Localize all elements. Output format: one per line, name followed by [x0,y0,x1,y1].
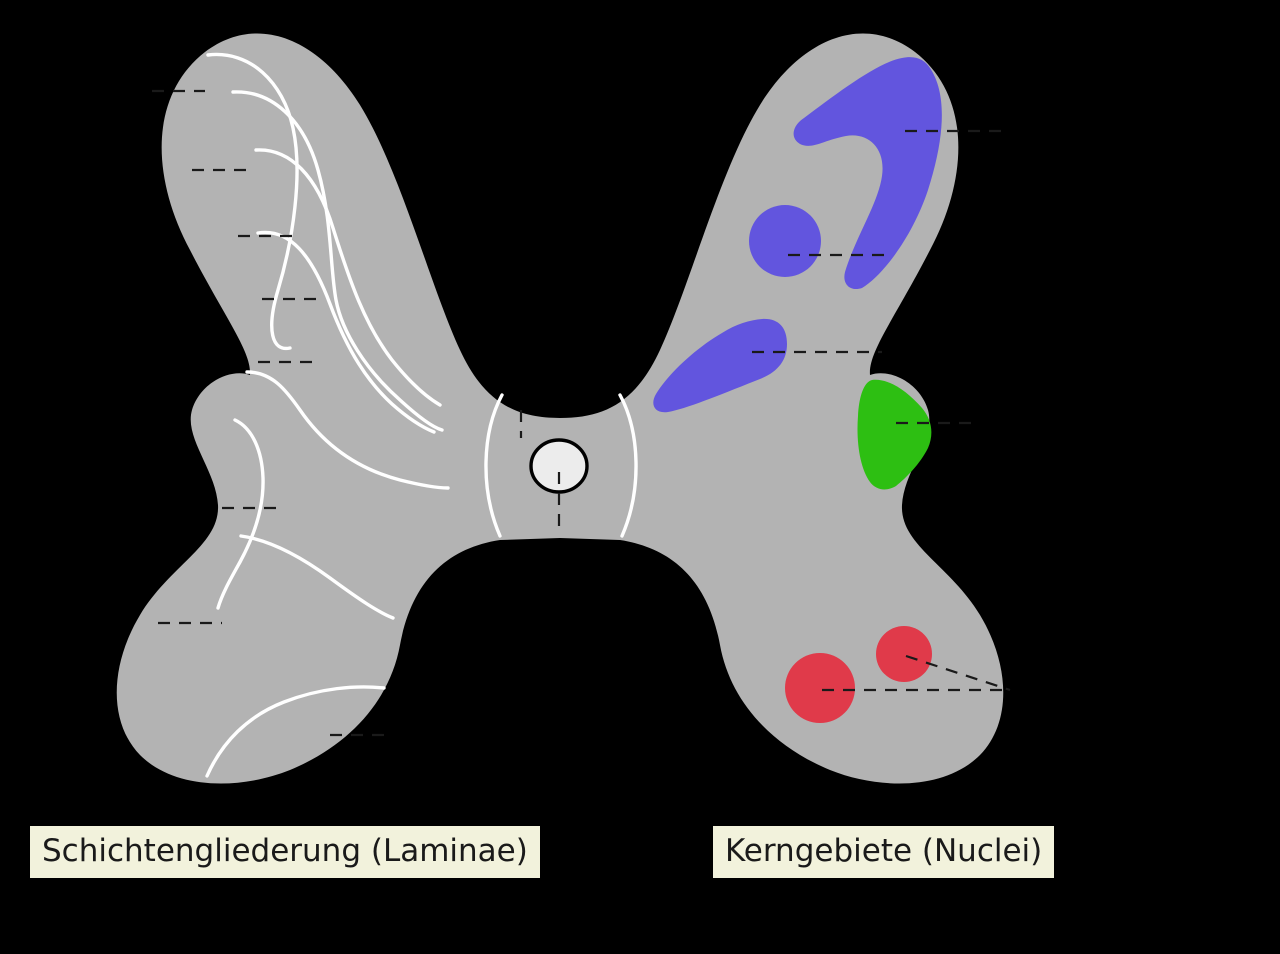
green-nucleus [857,379,932,490]
legend-nuclei[interactable]: Kerngebiete (Nuclei) [713,826,1055,878]
leader-lines [152,89,1011,737]
lamina-line-7 [239,534,395,620]
lamina-line-2 [231,90,444,432]
red-nucleus-lateral [876,626,932,682]
blue-round-nucleus [749,205,821,277]
lamina-line-5 [245,370,450,490]
central-canal [529,438,589,494]
red-nucleus-medial [785,653,855,723]
leader-right-6 [905,654,1011,692]
lamina-line-8 [205,685,386,778]
commissure-line-left [484,393,504,538]
legend-laminae[interactable]: Schichtengliederung (Laminae) [30,826,540,878]
blue-hook-nucleus [793,57,942,290]
lamina-lines [205,52,450,778]
lamina-line-3 [254,148,442,407]
lamina-line-4 [256,230,436,434]
commissure-line-right [618,393,638,538]
blue-oval-nucleus [653,318,787,413]
lamina-line-6 [216,418,265,610]
lamina-line-1 [206,52,299,351]
commissure-lines [484,393,638,538]
